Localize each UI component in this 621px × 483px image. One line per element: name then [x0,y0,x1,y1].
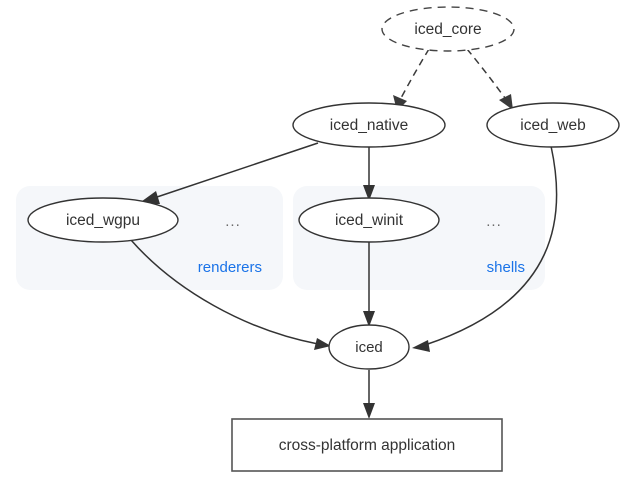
edge-iced-wgpu-to-iced-line [130,239,319,345]
edge-iced-core-to-iced-web-arrowhead [499,94,513,110]
edge-iced-core-to-iced-native-line [400,48,430,99]
edge-iced-web-to-iced [412,145,558,352]
edge-iced-web-to-iced-arrowhead [412,340,430,352]
edge-iced-native-to-iced-winit-arrowhead [363,185,375,201]
node-iced-core[interactable]: iced_core [381,6,515,52]
edge-iced-native-to-iced-winit [363,147,375,201]
node-iced-core-label: iced_core [414,21,481,38]
node-iced-wgpu-ellipse[interactable] [27,197,179,243]
edge-iced-to-application-arrowhead [363,403,375,419]
cluster-renderers-more-ellipsis: ... [225,213,241,230]
edge-iced-web-to-iced-line [424,145,558,346]
cluster-renderers-label: renderers [198,259,262,276]
edge-iced-core-to-iced-web-line [466,48,506,99]
node-iced-winit-label: iced_winit [335,212,404,229]
edge-iced-core-to-iced-web [466,48,513,110]
edge-iced-native-to-iced-wgpu-line [156,142,319,198]
node-iced-web-ellipse[interactable] [486,102,620,148]
node-iced-web-label: iced_web [520,117,586,134]
node-iced-core-ellipse[interactable] [381,6,515,52]
node-cross-platform-application[interactable]: cross-platform application [231,418,503,472]
edge-iced-wgpu-to-iced-arrowhead [314,338,331,350]
node-iced-native[interactable]: iced_native [292,102,446,148]
node-iced-wgpu-label: iced_wgpu [66,212,140,229]
node-iced-winit[interactable]: iced_winit [298,197,440,243]
edge-iced-winit-to-iced [363,240,375,327]
node-iced-winit-ellipse[interactable] [298,197,440,243]
node-iced-ellipse[interactable] [328,324,410,370]
node-iced-wgpu[interactable]: iced_wgpu [27,197,179,243]
node-iced[interactable]: iced [328,324,410,370]
node-iced-label: iced [355,339,383,356]
cluster-shells-more-ellipsis: ... [486,213,502,230]
cluster-shells-label: shells [487,259,525,276]
edge-iced-to-application [363,370,375,419]
edge-iced-wgpu-to-iced [130,239,331,350]
node-iced-native-ellipse[interactable] [292,102,446,148]
node-cross-platform-application-label: cross-platform application [279,437,456,454]
node-iced-native-label: iced_native [330,117,408,134]
node-iced-web[interactable]: iced_web [486,102,620,148]
edge-iced-winit-to-iced-arrowhead [363,311,375,327]
node-cross-platform-application-rect[interactable] [231,418,503,472]
edge-iced-core-to-iced-native [393,48,430,111]
